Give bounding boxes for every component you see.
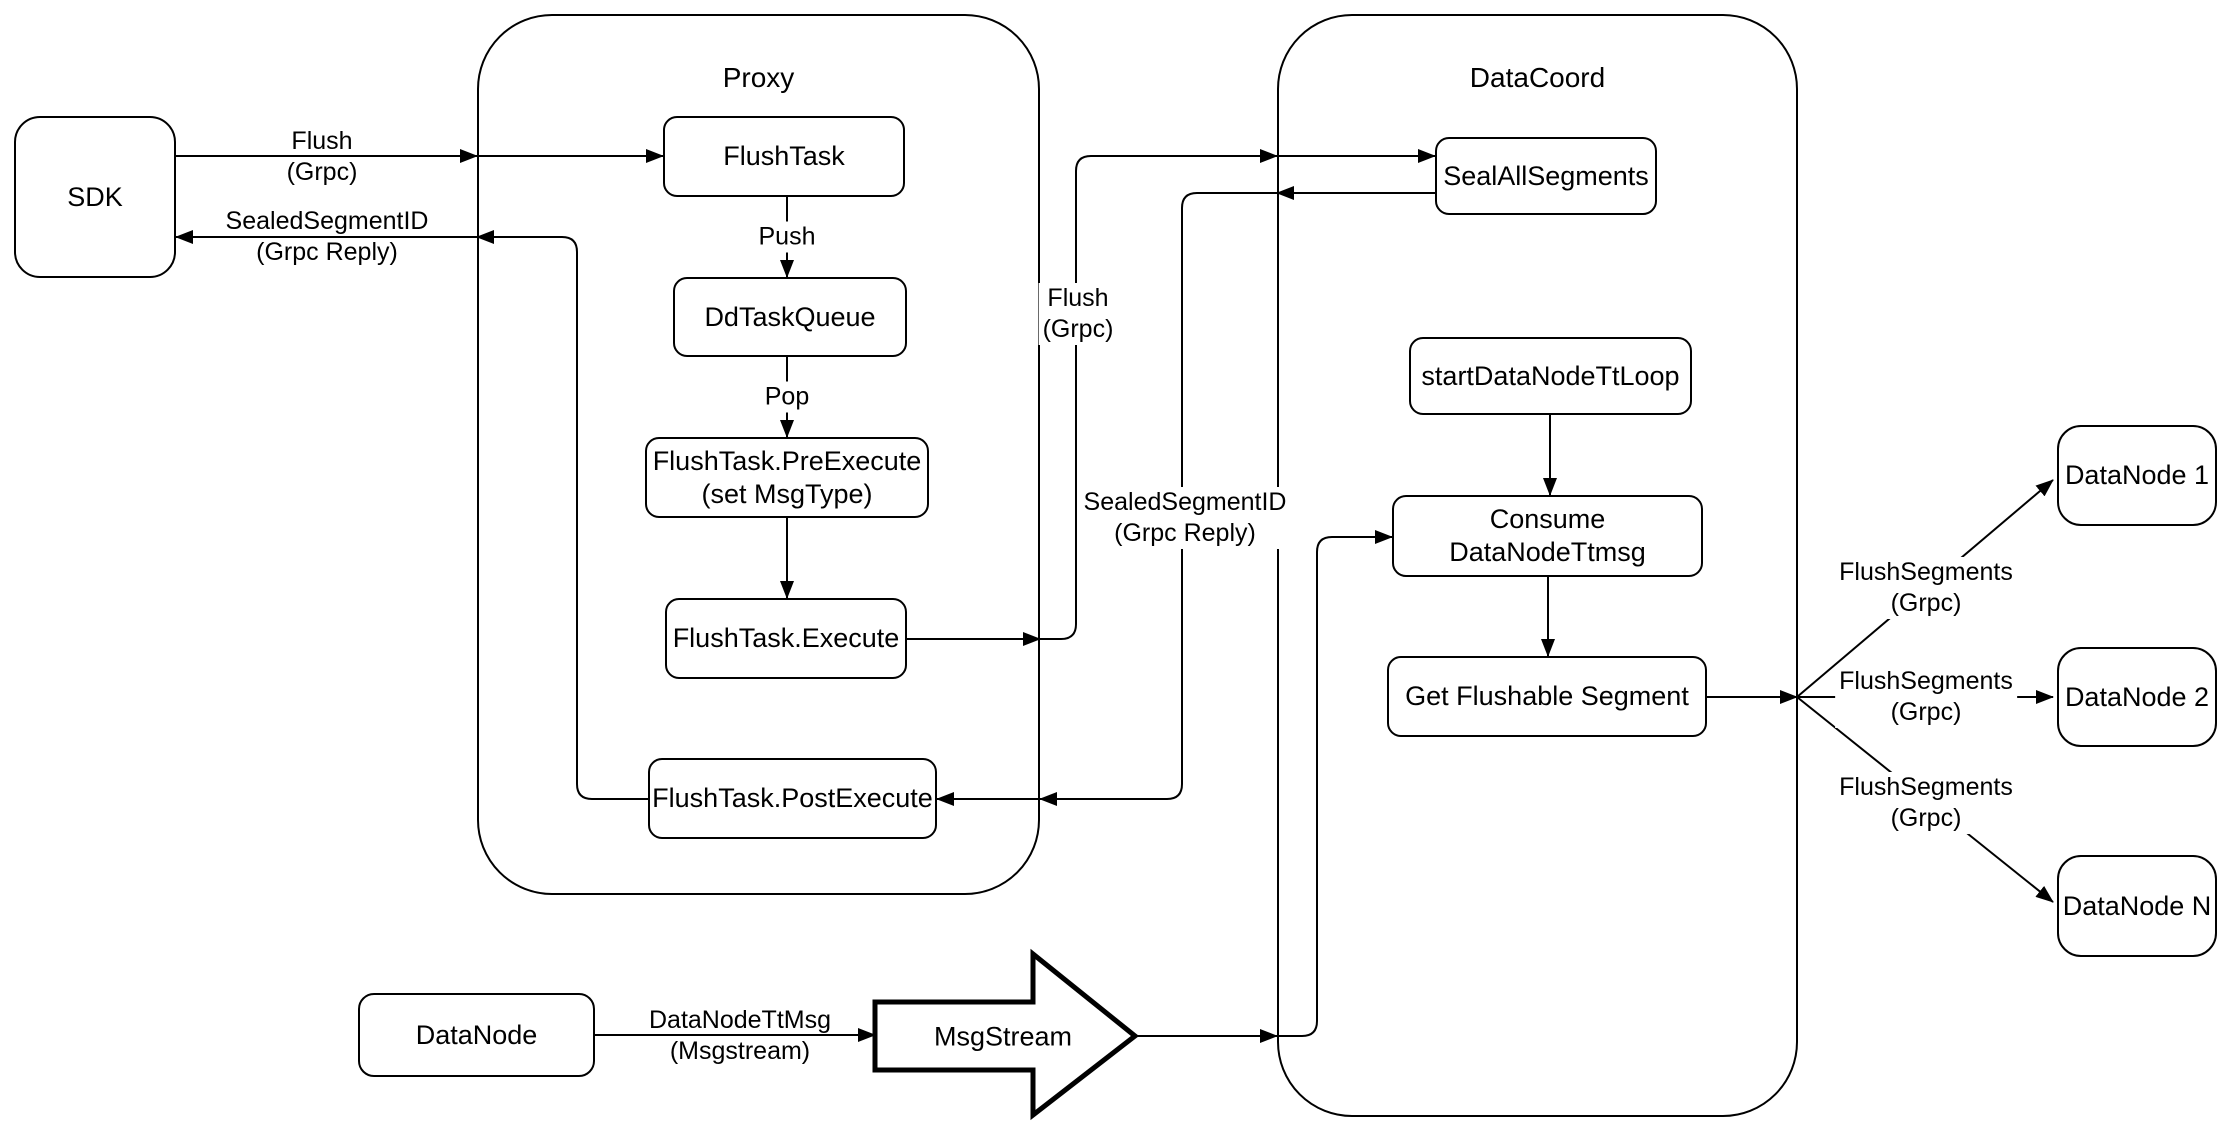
msgstream-arrow-shape xyxy=(872,948,1140,1121)
edge-label-flushsegments-1: FlushSegments (Grpc) xyxy=(1835,557,2017,619)
proxy-container-title: Proxy xyxy=(722,62,795,93)
edge-label-flush-grpc-datacoord: Flush (Grpc) xyxy=(1038,283,1118,345)
node-sdk: SDK xyxy=(14,116,176,278)
edge-label-flush-grpc-sdk: Flush (Grpc) xyxy=(286,127,358,186)
edge-label-pop: Pop xyxy=(760,381,814,413)
edge-postexecute-to-proxy-border xyxy=(476,230,648,800)
node-get-flushable-segment: Get Flushable Segment xyxy=(1387,656,1707,737)
node-startdatanodettloop: startDataNodeTtLoop xyxy=(1409,337,1692,415)
node-flushtask: FlushTask xyxy=(663,116,905,197)
edge-proxy-to-datacoord-flush xyxy=(1040,149,1278,640)
proxy-container xyxy=(477,14,1040,895)
edge-label-sealedsegmentid-reply-sdk: SealedSegmentID (Grpc Reply) xyxy=(225,207,429,266)
node-flushtask-execute: FlushTask.Execute xyxy=(665,598,907,679)
node-datanode-n: DataNode N xyxy=(2057,855,2217,957)
edge-label-flushsegments-3: FlushSegments (Grpc) xyxy=(1835,772,2017,834)
edge-label-sealedsegmentid-reply-datacoord: SealedSegmentID (Grpc Reply) xyxy=(1079,487,1291,549)
node-flushtask-preexecute: FlushTask.PreExecute (set MsgType) xyxy=(645,437,929,518)
edge-label-datanodettmsg: DataNodeTtMsg (Msgstream) xyxy=(648,1006,832,1065)
edge-label-flushsegments-2: FlushSegments (Grpc) xyxy=(1835,666,2017,728)
edge-label-push: Push xyxy=(754,221,820,253)
msgstream-shape-label: MsgStream xyxy=(933,1021,1073,1052)
datacoord-container xyxy=(1277,14,1798,1117)
node-flushtask-postexecute: FlushTask.PostExecute xyxy=(648,758,937,839)
node-datanode-bottom: DataNode xyxy=(358,993,595,1077)
node-sealallsegments: SealAllSegments xyxy=(1435,137,1657,215)
datacoord-container-title: DataCoord xyxy=(1469,62,1606,93)
node-datanode-2: DataNode 2 xyxy=(2057,647,2217,747)
node-consume-datanodettmsg: Consume DataNodeTtmsg xyxy=(1392,495,1703,577)
node-ddtaskqueue: DdTaskQueue xyxy=(673,277,907,357)
edge-datacoord-to-consume xyxy=(1277,530,1393,1037)
node-datanode-1: DataNode 1 xyxy=(2057,425,2217,526)
